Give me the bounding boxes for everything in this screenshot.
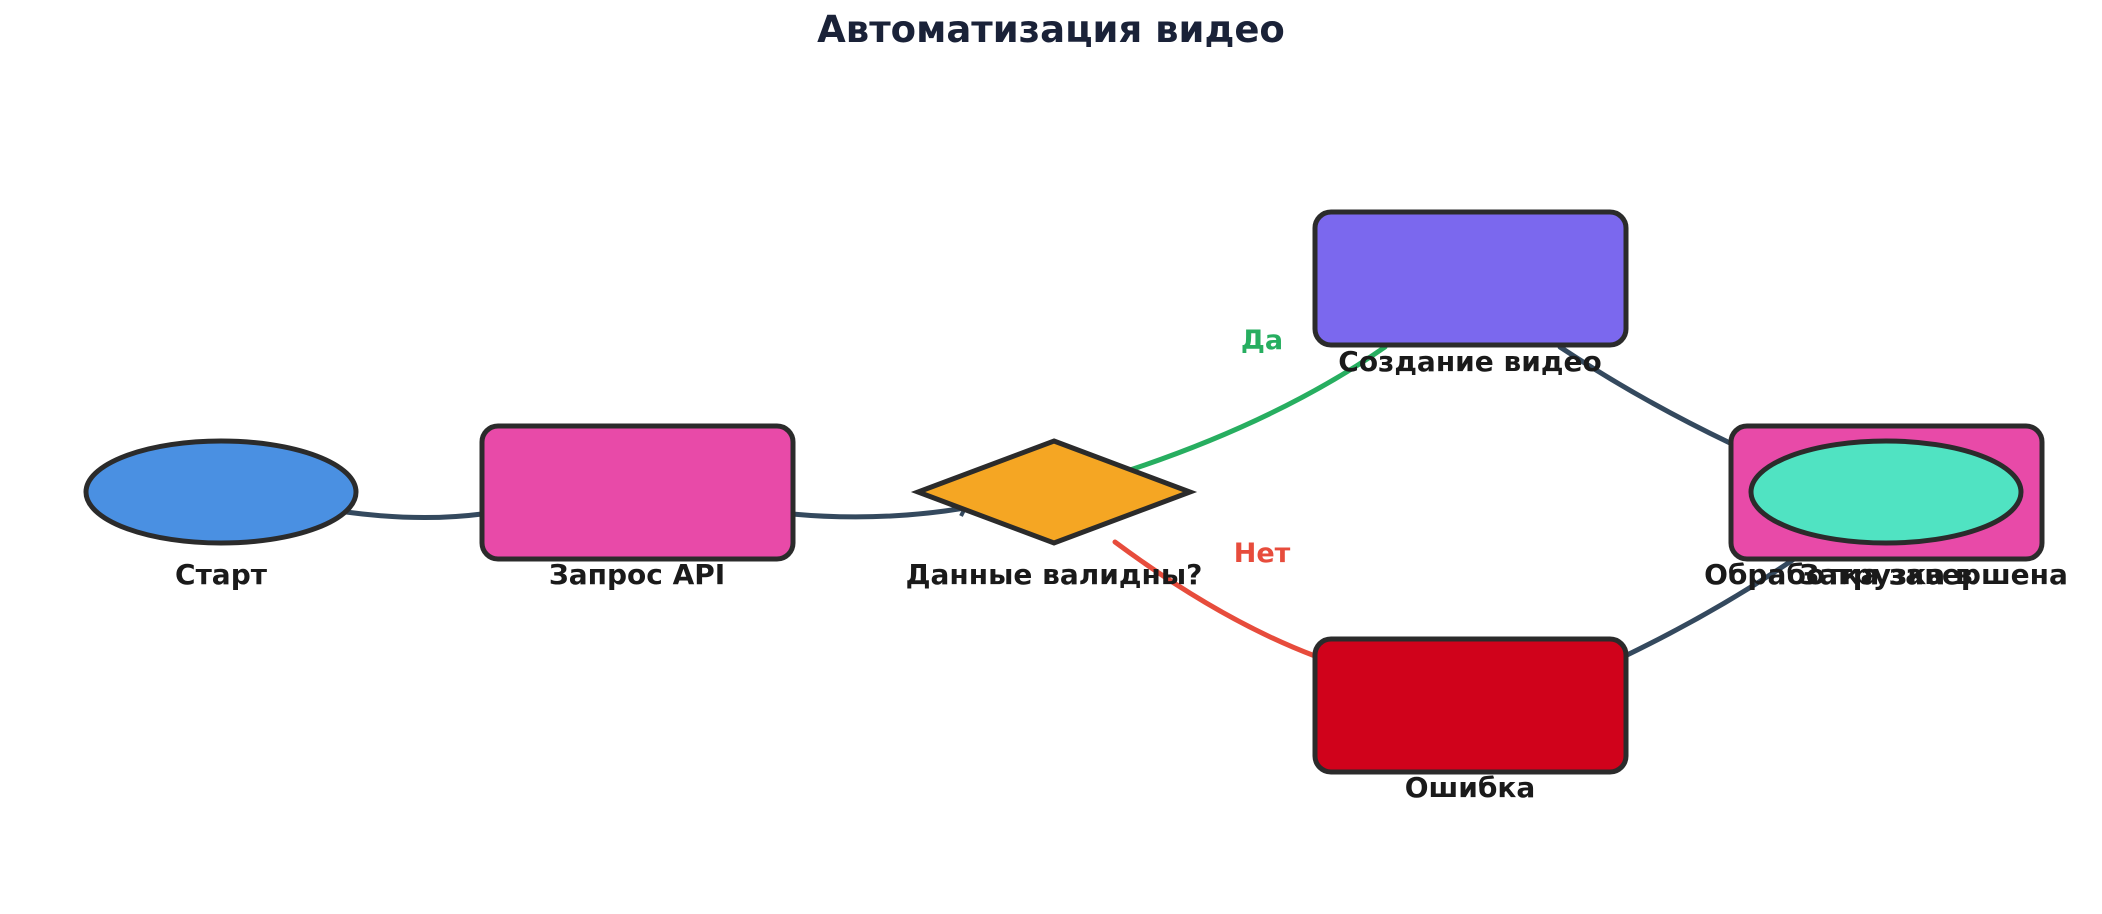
edge-label-no: Нет: [1234, 538, 1291, 569]
edge-label-yes: Да: [1241, 325, 1283, 356]
edge-create-video-to-processing: [1557, 344, 1733, 446]
error-box: [1312, 636, 1629, 775]
node-api-request: Запрос API: [479, 423, 796, 591]
node-data-valid: Данные валидны?: [906, 438, 1203, 591]
node-create-video: Создание видео: [1312, 209, 1629, 378]
api-request-box: [479, 423, 796, 562]
node-error: Ошибка: [1312, 636, 1629, 804]
edges: [343, 344, 1803, 659]
node-label-processing: Обработка завершена: [1704, 558, 2068, 591]
edge-error-to-upload: [1622, 552, 1803, 659]
node-label-data-valid: Данные валидны?: [906, 558, 1203, 591]
node-upload: Загрузка в: [1748, 438, 2024, 591]
upload-ellipse: [1748, 438, 2024, 546]
diagram-title: Автоматизация видео: [817, 8, 1285, 51]
create-video-box: [1312, 209, 1629, 348]
node-label-start: Старт: [175, 558, 268, 591]
data-valid-diamond: [910, 438, 1198, 546]
edge-api-request-to-data-valid: [789, 505, 968, 520]
edge-start-to-api-request: [343, 509, 485, 521]
start-ellipse: [83, 438, 359, 546]
edge-data-valid-to-error: [1112, 539, 1318, 659]
edge-data-valid-to-create-video: [1127, 344, 1388, 473]
node-label-create-video: Создание видео: [1338, 345, 1601, 378]
node-label-upload: Загрузка в: [1799, 558, 1972, 591]
node-label-error: Ошибка: [1405, 771, 1536, 804]
node-start: Старт: [83, 438, 359, 591]
node-label-api-request: Запрос API: [549, 558, 725, 591]
